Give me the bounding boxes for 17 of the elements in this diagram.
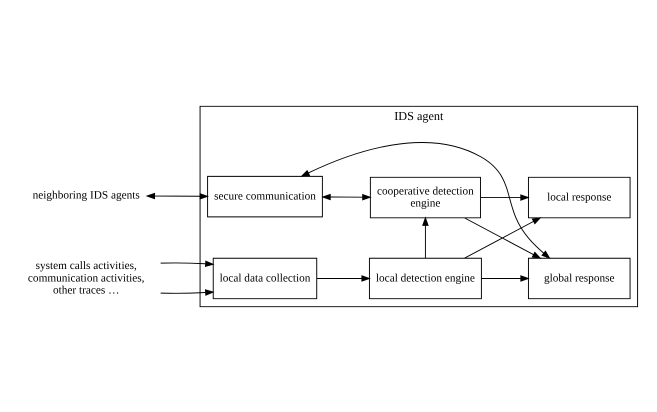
arrow <box>300 142 551 258</box>
arrow <box>160 288 215 296</box>
arrow <box>160 260 215 267</box>
arrow <box>480 194 530 200</box>
node-box: local data collection <box>212 257 318 299</box>
arrow <box>422 216 429 258</box>
node-text: neighboring IDS agents <box>32 189 140 202</box>
arrow <box>481 274 530 282</box>
node-box: global response <box>528 257 631 299</box>
node-box: secure communication <box>207 175 323 217</box>
node-box: local detection engine <box>368 257 482 299</box>
node-box: local response <box>528 176 631 218</box>
arrow <box>316 274 371 282</box>
node-box: cooperative detection engine <box>370 176 481 218</box>
arrow <box>321 193 372 200</box>
node-text: system calls activities, communication activities, other traces … <box>28 260 144 296</box>
arrow <box>146 192 209 200</box>
